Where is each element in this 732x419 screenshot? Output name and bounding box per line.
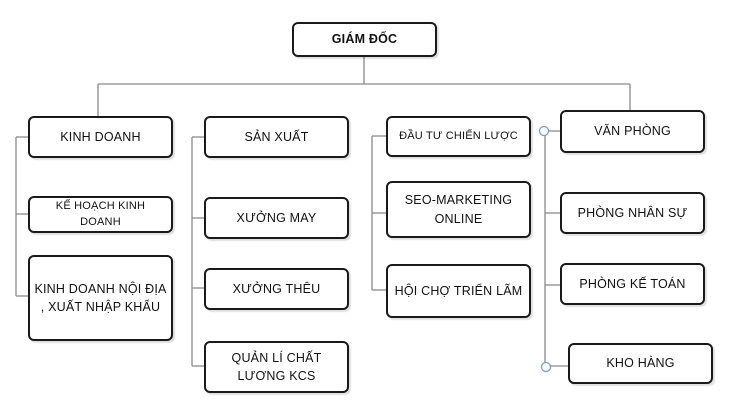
node-label: PHÒNG NHÂN SỰ bbox=[577, 205, 688, 220]
node-label: QUẢN LÍ CHẤT LƯƠNG KCS bbox=[231, 350, 322, 383]
node-label: PHÒNG KẾ TOÁN bbox=[579, 276, 686, 291]
node-giam-doc[interactable]: GIÁM ĐỐC bbox=[292, 22, 437, 57]
node-label: KẾ HOẠCH KINH DOANH bbox=[55, 199, 146, 228]
node-kinh-doanh-noi-dia[interactable]: KINH DOANH NỘI ĐỊA , XUẤT NHẬP KHẨU bbox=[28, 255, 173, 341]
node-label: ĐẦU TƯ CHIẾN LƯỢC bbox=[399, 129, 518, 142]
node-label: XƯỞNG MAY bbox=[236, 210, 317, 225]
connector-handle-bottom bbox=[540, 361, 552, 373]
node-label: KINH DOANH NỘI ĐỊA , XUẤT NHẬP KHẨU bbox=[34, 281, 167, 314]
node-kinh-doanh[interactable]: KINH DOANH bbox=[28, 116, 173, 158]
node-xuong-theu[interactable]: XƯỞNG THÊU bbox=[204, 268, 349, 310]
node-label: GIÁM ĐỐC bbox=[331, 32, 398, 47]
node-label: VĂN PHÒNG bbox=[594, 124, 671, 139]
node-phong-ke-toan[interactable]: PHÒNG KẾ TOÁN bbox=[560, 263, 705, 305]
node-phong-nhan-su[interactable]: PHÒNG NHÂN SỰ bbox=[560, 192, 705, 234]
node-dau-tu-chien-luoc[interactable]: ĐẦU TƯ CHIẾN LƯỢC bbox=[386, 116, 531, 157]
node-quan-li-chat-luong[interactable]: QUẢN LÍ CHẤT LƯƠNG KCS bbox=[204, 341, 349, 393]
node-label: HỘI CHỢ TRIỂN LÃM bbox=[394, 283, 523, 298]
node-xuong-may[interactable]: XƯỞNG MAY bbox=[204, 197, 349, 239]
node-van-phong[interactable]: VĂN PHÒNG bbox=[560, 110, 705, 153]
node-label: SẢN XUẤT bbox=[244, 129, 309, 144]
node-kho-hang[interactable]: KHO HÀNG bbox=[568, 343, 713, 384]
node-label: KINH DOANH bbox=[60, 129, 141, 144]
connector-handle-top bbox=[538, 125, 550, 137]
node-label: SEO-MARKETING ONLINE bbox=[404, 193, 513, 226]
node-seo-marketing-online[interactable]: SEO-MARKETING ONLINE bbox=[386, 181, 531, 238]
node-san-xuat[interactable]: SẢN XUẤT bbox=[204, 116, 349, 158]
node-label: XƯỞNG THÊU bbox=[232, 281, 321, 296]
node-label: KHO HÀNG bbox=[606, 356, 675, 371]
node-ke-hoach-kinh-doanh[interactable]: KẾ HOẠCH KINH DOANH bbox=[28, 196, 173, 233]
node-hoi-cho-trien-lam[interactable]: HỘI CHỢ TRIỂN LÃM bbox=[386, 264, 531, 318]
